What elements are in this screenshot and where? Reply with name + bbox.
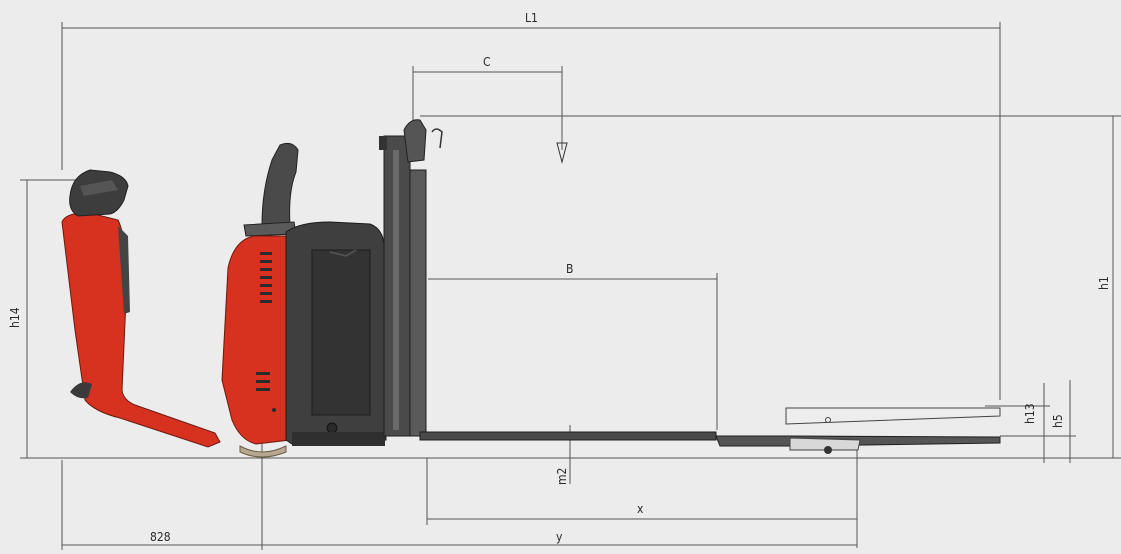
tiller-arm [61,169,221,448]
dimension-labels: L1 C B h1 h14 h13 h5 m2 x y 828 [8,11,1111,544]
label-C: C [483,55,491,69]
dimension-lines [20,22,1121,550]
label-B: B [566,262,573,276]
label-L1: L1 [525,11,538,25]
load-centre-arrow [556,142,568,164]
label-h14: h14 [8,307,22,328]
label-x: x [637,502,644,516]
label-828: 828 [150,530,171,544]
label-m2: m2 [555,468,569,485]
label-y: y [556,530,563,544]
drive-wheel [239,445,287,458]
support-arm [785,407,1001,454]
label-h5: h5 [1051,414,1065,428]
fork [419,431,1001,447]
label-h13: h13 [1023,403,1037,424]
operator-backrest [243,142,299,237]
mast [379,119,443,437]
label-h1: h1 [1097,276,1111,290]
battery-compartment [285,221,387,446]
chassis-rear [221,235,291,445]
